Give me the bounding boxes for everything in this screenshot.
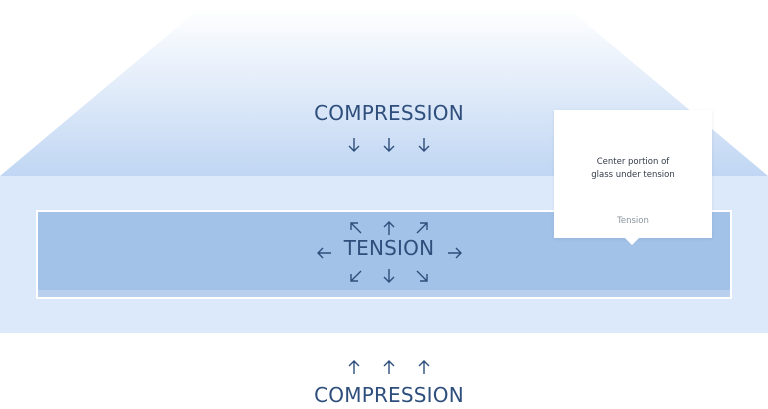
callout-pointer — [624, 237, 640, 245]
arrow-down-icon — [345, 136, 363, 154]
arrow-right-icon — [446, 244, 464, 262]
tension-core-bottom-band — [38, 290, 730, 297]
compression-bottom-label: COMPRESSION — [314, 383, 464, 407]
arrow-up-icon — [415, 358, 433, 376]
arrow-left-icon — [315, 244, 333, 262]
callout-text: Center portion of glass under tension — [591, 157, 675, 180]
arrow-up-icon — [380, 358, 398, 376]
callout-tooltip: Center portion of glass under tension Te… — [554, 110, 712, 238]
arrow-down-right-icon — [413, 267, 431, 285]
tension-label: TENSION — [343, 236, 435, 260]
compression-top-label: COMPRESSION — [314, 101, 464, 125]
arrow-down-icon — [415, 136, 433, 154]
arrow-down-icon — [380, 136, 398, 154]
arrow-up-icon — [380, 219, 398, 237]
callout-caption: Tension — [617, 216, 649, 226]
arrow-down-left-icon — [347, 267, 365, 285]
arrow-up-icon — [345, 358, 363, 376]
arrow-down-icon — [380, 267, 398, 285]
arrow-up-right-icon — [413, 219, 431, 237]
arrow-up-left-icon — [347, 219, 365, 237]
